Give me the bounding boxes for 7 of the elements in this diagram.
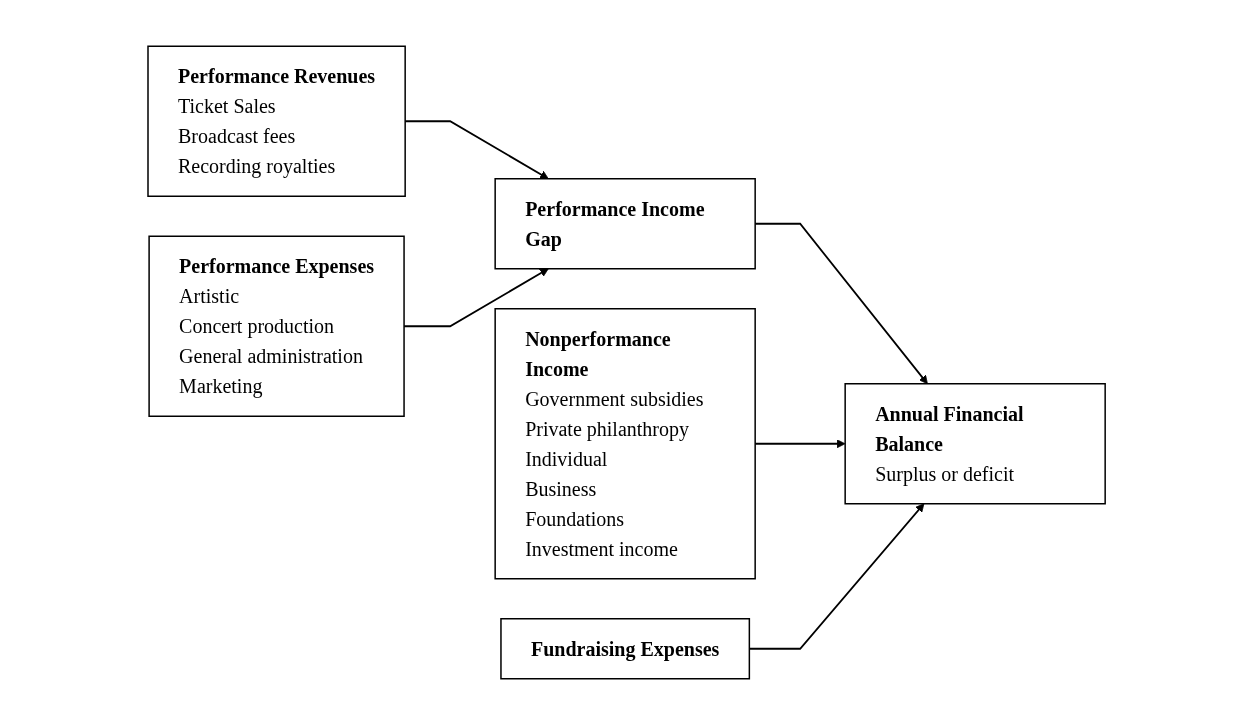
node-box: Performance Income Gap xyxy=(494,178,756,270)
node-box: Fundraising Expenses xyxy=(500,618,750,680)
arrow xyxy=(403,268,549,328)
node-box: Performance Revenues Ticket Sales Broadcast fees Recording royalties xyxy=(147,45,406,197)
node-box: Annual Financial Balance Surplus or deficit xyxy=(844,383,1106,505)
node-box: Performance Expenses Artistic Concert production General administration Marketing xyxy=(148,235,405,417)
node-box: Nonperformance Income Government subsidies Private philanthropy Individual Business Foundations Investment income xyxy=(494,308,756,580)
